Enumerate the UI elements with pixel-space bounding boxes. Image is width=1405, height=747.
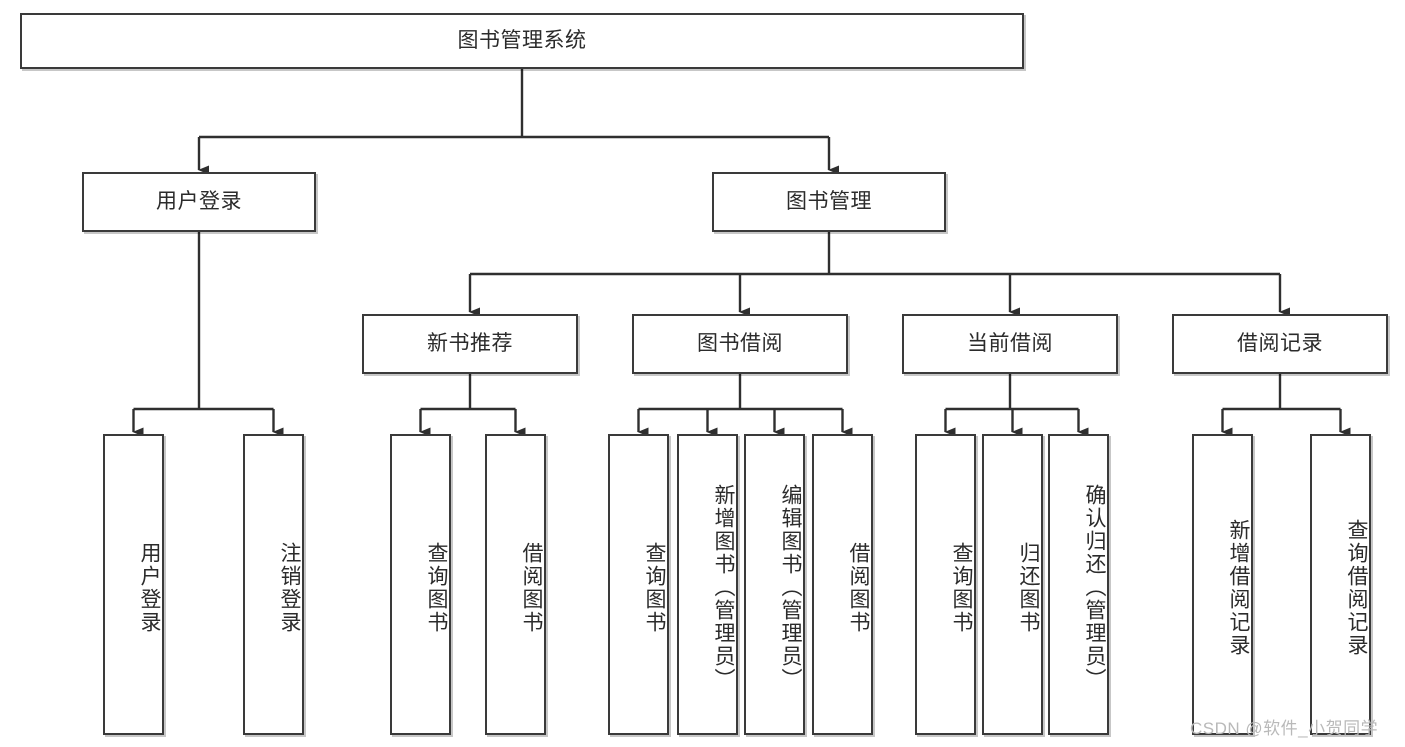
node-leaf-confirm-return[interactable]: 确认归还（管理员） (1048, 434, 1109, 735)
node-label: 归还图书 (1017, 541, 1040, 634)
node-label: 编辑图书（管理员） (779, 484, 802, 691)
node-label: 借阅图书 (847, 541, 870, 634)
node-leaf-query-book-cur[interactable]: 查询图书 (915, 434, 976, 735)
node-leaf-add-record[interactable]: 新增借阅记录 (1192, 434, 1253, 735)
node-current-borrow[interactable]: 当前借阅 (902, 314, 1118, 374)
node-leaf-add-book[interactable]: 新增图书（管理员） (677, 434, 738, 735)
node-borrow-record[interactable]: 借阅记录 (1172, 314, 1388, 374)
node-label: 图书借阅 (697, 332, 783, 356)
node-label: 用户登录 (138, 541, 161, 634)
node-leaf-query-record[interactable]: 查询借阅记录 (1310, 434, 1371, 735)
node-label: 新书推荐 (427, 332, 513, 356)
node-leaf-user-login[interactable]: 用户登录 (103, 434, 164, 735)
node-label: 用户登录 (156, 190, 242, 214)
node-leaf-logout[interactable]: 注销登录 (243, 434, 304, 735)
node-book-borrow[interactable]: 图书借阅 (632, 314, 848, 374)
node-label: 新增借阅记录 (1227, 518, 1250, 657)
node-book-manage[interactable]: 图书管理 (712, 172, 946, 232)
node-label: 确认归还（管理员） (1083, 484, 1106, 691)
node-label: 当前借阅 (967, 332, 1053, 356)
node-label: 借阅图书 (520, 541, 543, 634)
node-label: 查询图书 (425, 541, 448, 634)
node-leaf-edit-book[interactable]: 编辑图书（管理员） (744, 434, 805, 735)
node-leaf-borrow-book-rec[interactable]: 借阅图书 (485, 434, 546, 735)
node-leaf-query-book-rec[interactable]: 查询图书 (390, 434, 451, 735)
node-label: 查询图书 (950, 541, 973, 634)
node-label: 查询图书 (643, 541, 666, 634)
node-label: 查询借阅记录 (1345, 518, 1368, 657)
node-label: 新增图书（管理员） (712, 484, 735, 691)
node-leaf-return-book[interactable]: 归还图书 (982, 434, 1043, 735)
node-leaf-borrow-book[interactable]: 借阅图书 (812, 434, 873, 735)
node-new-book-rec[interactable]: 新书推荐 (362, 314, 578, 374)
csdn-watermark: CSDN @软件_小贺同学 (1190, 719, 1379, 738)
node-label: 图书管理 (786, 190, 872, 214)
node-root[interactable]: 图书管理系统 (20, 13, 1024, 69)
node-label: 借阅记录 (1237, 332, 1323, 356)
node-label: 图书管理系统 (457, 29, 587, 53)
node-user-login[interactable]: 用户登录 (82, 172, 316, 232)
node-leaf-query-book-borrow[interactable]: 查询图书 (608, 434, 669, 735)
node-label: 注销登录 (278, 541, 301, 634)
